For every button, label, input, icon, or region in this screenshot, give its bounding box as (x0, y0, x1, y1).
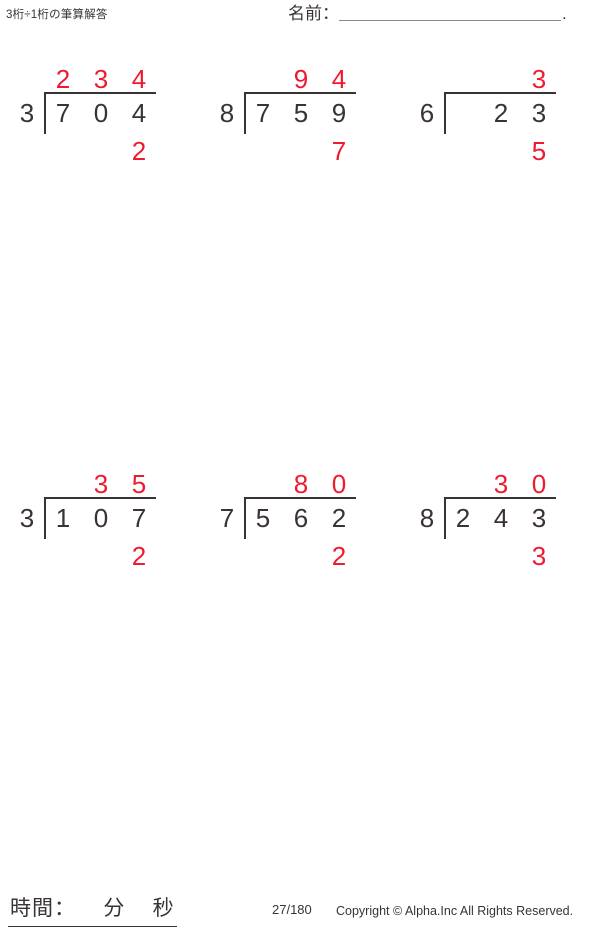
dividend-digit: 5 (293, 98, 309, 128)
dividend-digit: 7 (255, 98, 271, 128)
name-field: 名前： . (288, 4, 567, 24)
dividend-digit: 2 (331, 503, 347, 533)
dividend-digit: 2 (493, 98, 509, 128)
division-bracket-vertical (444, 497, 446, 539)
remainder-digit: 2 (131, 136, 147, 166)
name-label: 名前： (288, 4, 339, 23)
dividend-digit: 7 (55, 98, 71, 128)
division-bracket-top (44, 92, 156, 94)
quotient-digit: 0 (531, 469, 547, 499)
dividend-digit: 2 (455, 503, 471, 533)
division-bracket-top (444, 92, 556, 94)
divisor: 8 (219, 98, 235, 128)
quotient-digit: 8 (293, 469, 309, 499)
dividend-digit: 3 (531, 98, 547, 128)
footer: 時間： 分 秒 27/180 Copyright © Alpha.Inc All… (0, 890, 600, 938)
division-bracket-vertical (244, 92, 246, 134)
division-bracket-top (244, 92, 356, 94)
dividend-digit: 7 (131, 503, 147, 533)
quotient-digit: 2 (55, 64, 71, 94)
dividend-digit: 4 (131, 98, 147, 128)
quotient-digit: 3 (493, 469, 509, 499)
remainder-digit: 5 (531, 136, 547, 166)
page-title: 3桁÷1桁の筆算解答 (6, 9, 108, 21)
copyright-notice: Copyright © Alpha.Inc All Rights Reserve… (336, 904, 574, 918)
division-bracket-top (44, 497, 156, 499)
remainder-digit: 2 (131, 541, 147, 571)
time-field[interactable]: 時間： 分 秒 (8, 894, 177, 927)
remainder-digit: 7 (331, 136, 347, 166)
quotient-digit: 4 (131, 64, 147, 94)
quotient-digit: 3 (531, 64, 547, 94)
division-bracket-top (244, 497, 356, 499)
dividend-digit: 6 (293, 503, 309, 533)
quotient-digit: 9 (293, 64, 309, 94)
division-bracket-top (444, 497, 556, 499)
division-bracket-vertical (244, 497, 246, 539)
divisor: 7 (219, 503, 235, 533)
remainder-digit: 2 (331, 541, 347, 571)
division-bracket-vertical (44, 497, 46, 539)
division-bracket-vertical (444, 92, 446, 134)
divisor: 8 (419, 503, 435, 533)
dividend-digit: 3 (531, 503, 547, 533)
page-number: 27/180 (272, 902, 312, 917)
dividend-digit: 0 (93, 503, 109, 533)
quotient-digit: 4 (331, 64, 347, 94)
quotient-digit: 3 (93, 64, 109, 94)
dividend-digit: 4 (493, 503, 509, 533)
divisor: 6 (419, 98, 435, 128)
quotient-digit: 3 (93, 469, 109, 499)
dividend-digit: 9 (331, 98, 347, 128)
remainder-digit: 3 (531, 541, 547, 571)
quotient-digit: 0 (331, 469, 347, 499)
dividend-digit: 1 (55, 503, 71, 533)
dividend-digit: 5 (255, 503, 271, 533)
name-trailing-dot: . (562, 4, 567, 23)
name-write-line[interactable] (339, 20, 561, 21)
dividend-digit: 0 (93, 98, 109, 128)
divisor: 3 (19, 98, 35, 128)
division-bracket-vertical (44, 92, 46, 134)
quotient-digit: 5 (131, 469, 147, 499)
divisor: 3 (19, 503, 35, 533)
